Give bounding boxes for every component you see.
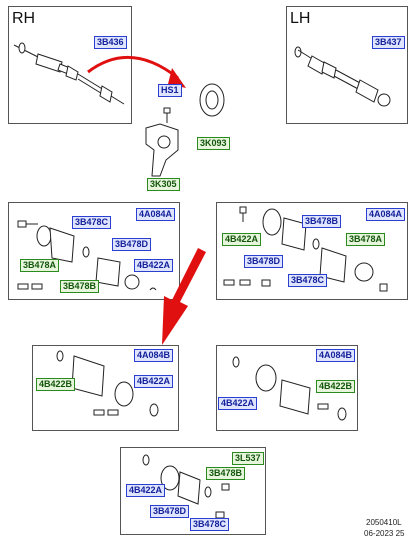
- kit-bottom-title-code[interactable]: 3L537: [232, 452, 264, 465]
- kit-rh-boot-a-code[interactable]: 3B478A: [20, 259, 60, 272]
- rh-header: RH: [12, 10, 36, 27]
- kit-mid-left-kit-b-code[interactable]: 4B422B: [36, 378, 76, 391]
- bearing-drawing: [199, 83, 225, 117]
- kit-lh-title-code[interactable]: 4A084A: [366, 208, 406, 221]
- kit-rh-clamp-c-code[interactable]: 3B478C: [72, 216, 112, 229]
- kit-bottom-clamp-d-code[interactable]: 3B478D: [150, 505, 190, 518]
- lh-driveshaft-drawing: [294, 46, 391, 107]
- kit-rh-drawing: [17, 220, 157, 291]
- curved-arrow-shape: [87, 55, 179, 80]
- rh-shaft-code[interactable]: 3B436: [94, 36, 127, 49]
- bracket-drawing: [145, 123, 179, 177]
- kit-lh-clamp-c-code[interactable]: 3B478C: [288, 274, 328, 287]
- lh-shaft-code[interactable]: 3B437: [372, 36, 405, 49]
- kit-bottom-clamp-c-code[interactable]: 3B478C: [190, 518, 230, 531]
- kit-rh-clamp-d-code[interactable]: 3B478D: [112, 238, 152, 251]
- kit-lh-clamp-d-code[interactable]: 3B478D: [244, 255, 284, 268]
- kit-lh-kit-a-code[interactable]: 4B422A: [222, 233, 262, 246]
- drawing-date: 06-2023 25: [364, 529, 405, 538]
- bracket-code[interactable]: 3K305: [147, 178, 180, 191]
- bolt-drawing: [163, 107, 171, 123]
- curved-arrow-head: [168, 68, 186, 88]
- kit-rh-clamp-b-code[interactable]: 3B478B: [60, 280, 100, 293]
- kit-lh-drawing: [223, 206, 388, 292]
- bearing-code[interactable]: 3K093: [197, 137, 230, 150]
- lh-header: LH: [290, 10, 311, 27]
- kit-rh-title-code[interactable]: 4A084A: [136, 208, 176, 221]
- kit-mid-left-kit-a-code[interactable]: 4B422A: [134, 375, 174, 388]
- kit-bottom-kit-a-code[interactable]: 4B422A: [126, 484, 166, 497]
- drawing-code: 2050410L: [366, 518, 402, 527]
- kit-bottom-clamp-b-code[interactable]: 3B478B: [206, 467, 246, 480]
- diagonal-arrow-shape: [162, 248, 206, 345]
- kit-mid-right-drawing: [232, 356, 347, 421]
- kit-mid-left-title-code[interactable]: 4A084B: [134, 349, 174, 362]
- rh-panel: [8, 6, 132, 124]
- kit-bottom-drawing: [142, 454, 230, 519]
- kit-mid-right-kit-a-code[interactable]: 4B422A: [218, 397, 258, 410]
- kit-mid-right-kit-b-code[interactable]: 4B422B: [316, 380, 356, 393]
- bolt-code[interactable]: HS1: [158, 84, 182, 97]
- kit-rh-small-kit-code[interactable]: 4B422A: [134, 259, 174, 272]
- kit-lh-boot-a-code[interactable]: 3B478A: [346, 233, 386, 246]
- kit-mid-left-drawing: [56, 350, 159, 417]
- rh-driveshaft-drawing: [13, 42, 125, 105]
- kit-lh-clamp-b-code[interactable]: 3B478B: [302, 215, 342, 228]
- kit-mid-right-title-code[interactable]: 4A084B: [316, 349, 356, 362]
